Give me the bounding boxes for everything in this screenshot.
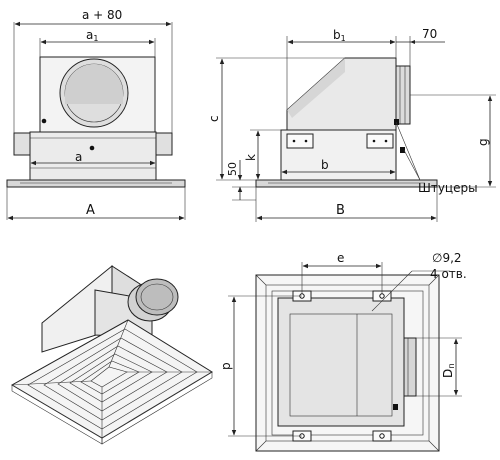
side-dim-b: b bbox=[321, 158, 329, 172]
side-grille-flange bbox=[255, 179, 438, 188]
front-dim-a1: a1 bbox=[86, 28, 98, 43]
front-dim-a: a bbox=[75, 150, 82, 164]
lower-housing bbox=[29, 131, 157, 181]
front-grille-flange bbox=[6, 179, 186, 188]
front-view: a + 80 a1 a A bbox=[6, 8, 186, 221]
side-dim-b1: b1 bbox=[333, 28, 346, 43]
fittings-label: Штуцеры bbox=[418, 181, 478, 195]
side-dim-B: B bbox=[336, 203, 345, 218]
top-view: e ∅9,2 4 отв. p Dп bbox=[219, 251, 467, 452]
side-dim-50: 50 bbox=[226, 162, 239, 176]
top-housing bbox=[277, 297, 405, 427]
top-spigot bbox=[403, 337, 417, 397]
side-view: b1 70 c k 50 g b B Штуцеры bbox=[207, 27, 496, 222]
front-dim-A: A bbox=[86, 203, 95, 218]
mount-dot bbox=[41, 118, 47, 124]
top-dim-e: e bbox=[337, 251, 344, 265]
fitting-upper bbox=[394, 119, 399, 125]
side-dim-70: 70 bbox=[422, 27, 437, 41]
top-dim-hole-diameter: ∅9,2 bbox=[432, 251, 462, 265]
top-dim-dn: Dп bbox=[441, 364, 456, 378]
iso-spigot-opening bbox=[140, 283, 174, 311]
front-dim-a-plus-80: a + 80 bbox=[82, 8, 122, 22]
side-dim-k: k bbox=[244, 154, 258, 161]
top-dim-holes-count: 4 отв. bbox=[430, 267, 467, 281]
top-dim-p: p bbox=[219, 362, 233, 370]
fitting-dot bbox=[89, 145, 95, 151]
fitting-lower bbox=[400, 147, 405, 153]
side-spigot bbox=[395, 65, 411, 125]
isometric-view bbox=[10, 264, 213, 445]
side-dim-g: g bbox=[476, 138, 490, 146]
side-dim-c: c bbox=[207, 115, 221, 122]
